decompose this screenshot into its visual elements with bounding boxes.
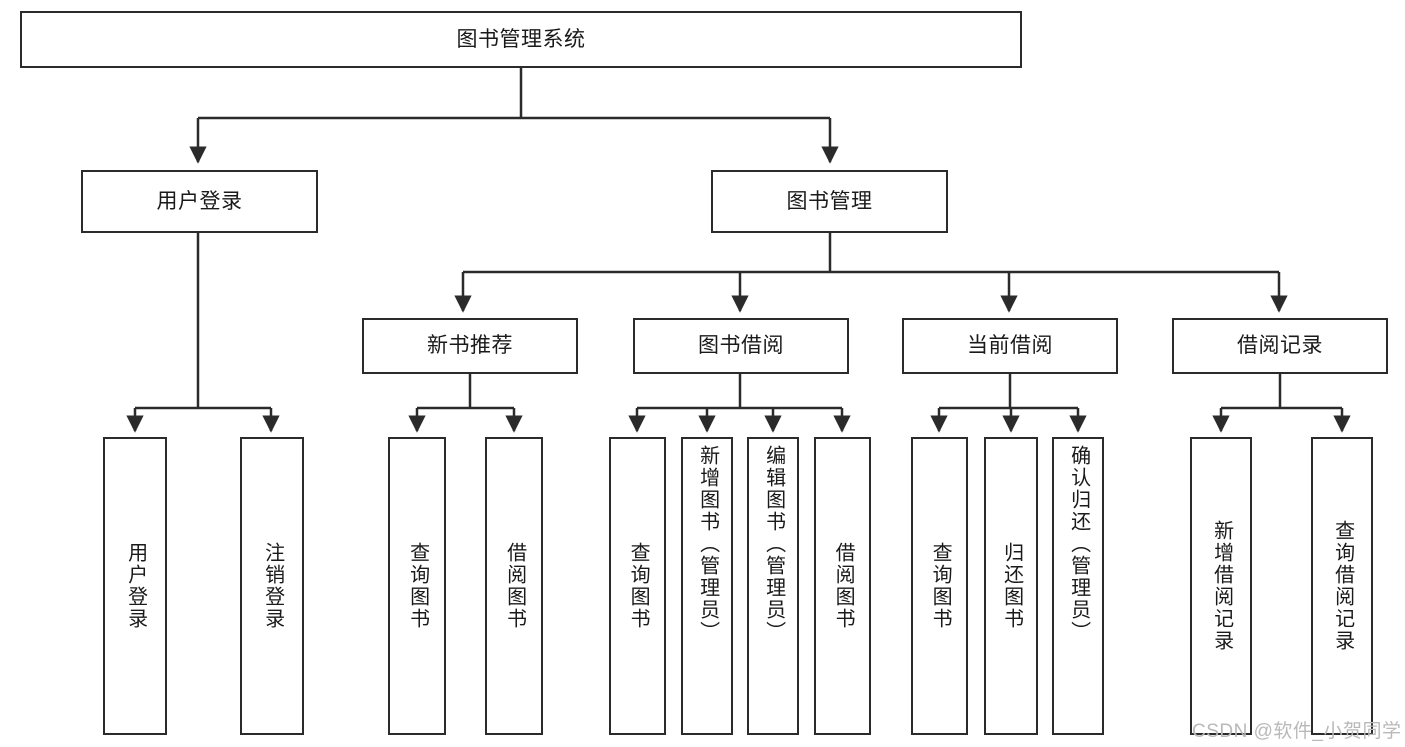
watermark: CSDN @软件_小贺同学	[1192, 721, 1402, 742]
node-borrow-record-label: 借阅记录	[1237, 334, 1323, 358]
leaf-query-book-2[interactable]: 查询图书	[609, 437, 666, 735]
leaf-return-book[interactable]: 归还图书	[984, 437, 1038, 735]
node-root-label: 图书管理系统	[456, 27, 586, 51]
node-book-borrow[interactable]: 图书借阅	[633, 318, 849, 374]
leaf-return-book-label: 归还图书	[1000, 542, 1023, 630]
leaf-query-book-2-label: 查询图书	[627, 542, 650, 630]
leaf-query-book-1[interactable]: 查询图书	[388, 437, 446, 735]
leaf-add-book[interactable]: 新增图书（管理员）	[681, 437, 733, 735]
leaf-user-login-label: 用户登录	[124, 542, 147, 630]
leaf-user-login[interactable]: 用户登录	[103, 437, 167, 735]
leaf-add-book-label: 新增图书（管理员）	[696, 445, 719, 643]
node-root[interactable]: 图书管理系统	[20, 11, 1022, 68]
leaf-confirm-return-label: 确认归还（管理员）	[1067, 445, 1090, 643]
node-user-login[interactable]: 用户登录	[81, 170, 318, 233]
node-book-manage-label: 图书管理	[786, 189, 873, 213]
leaf-edit-book[interactable]: 编辑图书（管理员）	[747, 437, 799, 735]
leaf-user-logout[interactable]: 注销登录	[240, 437, 304, 735]
leaf-query-book-1-label: 查询图书	[406, 542, 429, 630]
leaf-edit-book-label: 编辑图书（管理员）	[762, 445, 785, 643]
leaf-user-logout-label: 注销登录	[261, 542, 284, 630]
node-current-borrow[interactable]: 当前借阅	[902, 318, 1118, 374]
node-current-borrow-label: 当前借阅	[967, 334, 1053, 358]
leaf-query-record[interactable]: 查询借阅记录	[1311, 437, 1373, 735]
node-user-login-label: 用户登录	[156, 189, 243, 213]
leaf-add-record[interactable]: 新增借阅记录	[1190, 437, 1252, 735]
leaf-borrow-book-2[interactable]: 借阅图书	[814, 437, 871, 735]
leaf-confirm-return[interactable]: 确认归还（管理员）	[1052, 437, 1104, 735]
node-new-book-rec-label: 新书推荐	[427, 334, 513, 358]
leaf-query-book-3-label: 查询图书	[929, 542, 952, 630]
leaf-borrow-book-2-label: 借阅图书	[832, 542, 855, 630]
leaf-add-record-label: 新增借阅记录	[1210, 520, 1233, 652]
node-new-book-rec[interactable]: 新书推荐	[362, 318, 578, 374]
leaf-borrow-book-1[interactable]: 借阅图书	[485, 437, 543, 735]
leaf-query-book-3[interactable]: 查询图书	[911, 437, 968, 735]
node-book-manage[interactable]: 图书管理	[711, 170, 948, 233]
node-borrow-record[interactable]: 借阅记录	[1172, 318, 1388, 374]
node-book-borrow-label: 图书借阅	[698, 334, 784, 358]
leaf-borrow-book-1-label: 借阅图书	[503, 542, 526, 630]
leaf-query-record-label: 查询借阅记录	[1331, 520, 1354, 652]
